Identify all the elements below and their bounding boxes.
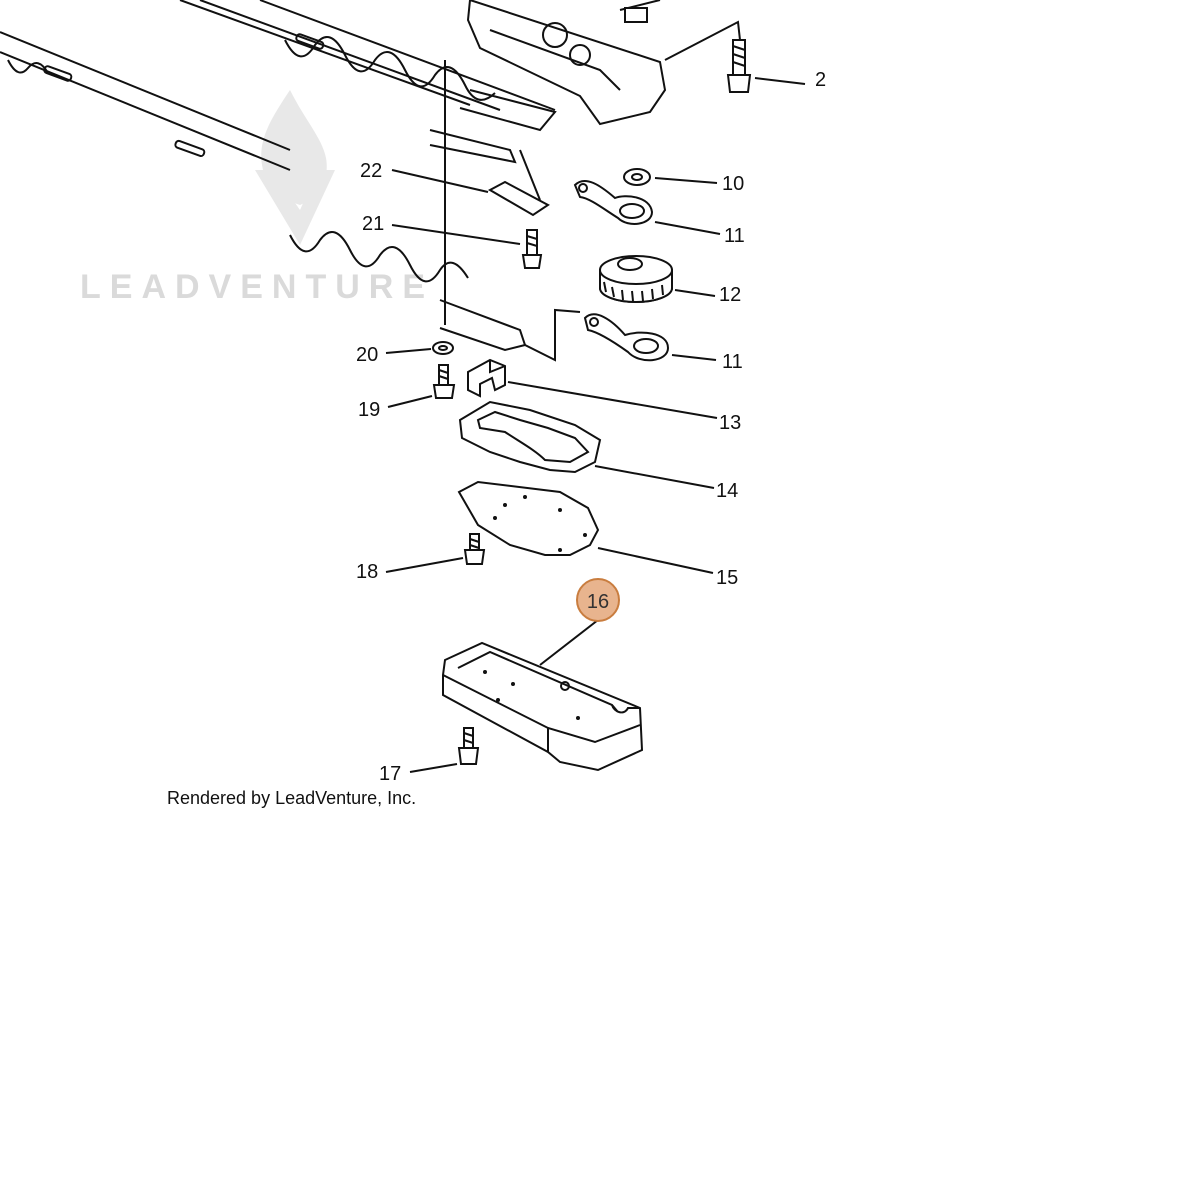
highlight-circle[interactable] xyxy=(576,578,620,622)
callout-16-highlight[interactable]: 16 xyxy=(576,578,620,622)
part-11-rod-upper xyxy=(573,179,721,235)
credit-text: Rendered by LeadVenture, Inc. xyxy=(167,788,417,808)
callout-15: 15 xyxy=(716,567,738,589)
callout-16[interactable]: 16 xyxy=(587,591,609,613)
callout-17: 17 xyxy=(379,763,401,785)
callout-11-lower: 11 xyxy=(722,351,743,373)
callout-19: 19 xyxy=(358,399,380,421)
watermark-v-icon xyxy=(255,170,335,245)
part-10-washer xyxy=(623,168,718,186)
part-12-gear xyxy=(599,255,716,303)
part-11-rod-lower xyxy=(583,313,717,362)
part-13-clip xyxy=(467,358,718,419)
part-17-bolt xyxy=(409,727,480,773)
callout-13: 13 xyxy=(719,412,741,434)
part-2-screw xyxy=(664,20,806,93)
watermark-flame-icon xyxy=(261,90,327,205)
part-22-plate xyxy=(391,169,550,217)
watermark-text: LEADVENTURE xyxy=(80,268,434,306)
callout-2: 2 xyxy=(815,69,826,91)
part-19-bolt xyxy=(387,364,456,408)
part-20-washer xyxy=(385,341,454,355)
callout-18: 18 xyxy=(356,561,378,583)
callout-11-upper: 11 xyxy=(724,225,745,247)
part-18-bolt xyxy=(385,533,486,573)
part-21-bolt xyxy=(391,224,543,269)
callout-22: 22 xyxy=(360,160,382,182)
callout-20: 20 xyxy=(356,344,378,366)
watermark: LEADVENTURE xyxy=(80,90,434,306)
part-16-guard[interactable] xyxy=(442,619,644,772)
part-14-gasket xyxy=(458,400,715,489)
part-15-plate xyxy=(457,480,714,574)
callout-10: 10 xyxy=(722,173,744,195)
blade-assembly xyxy=(0,0,581,362)
callout-14: 14 xyxy=(716,480,738,502)
callout-12: 12 xyxy=(719,284,741,306)
callout-21: 21 xyxy=(362,213,384,235)
gear-housing xyxy=(466,0,667,126)
